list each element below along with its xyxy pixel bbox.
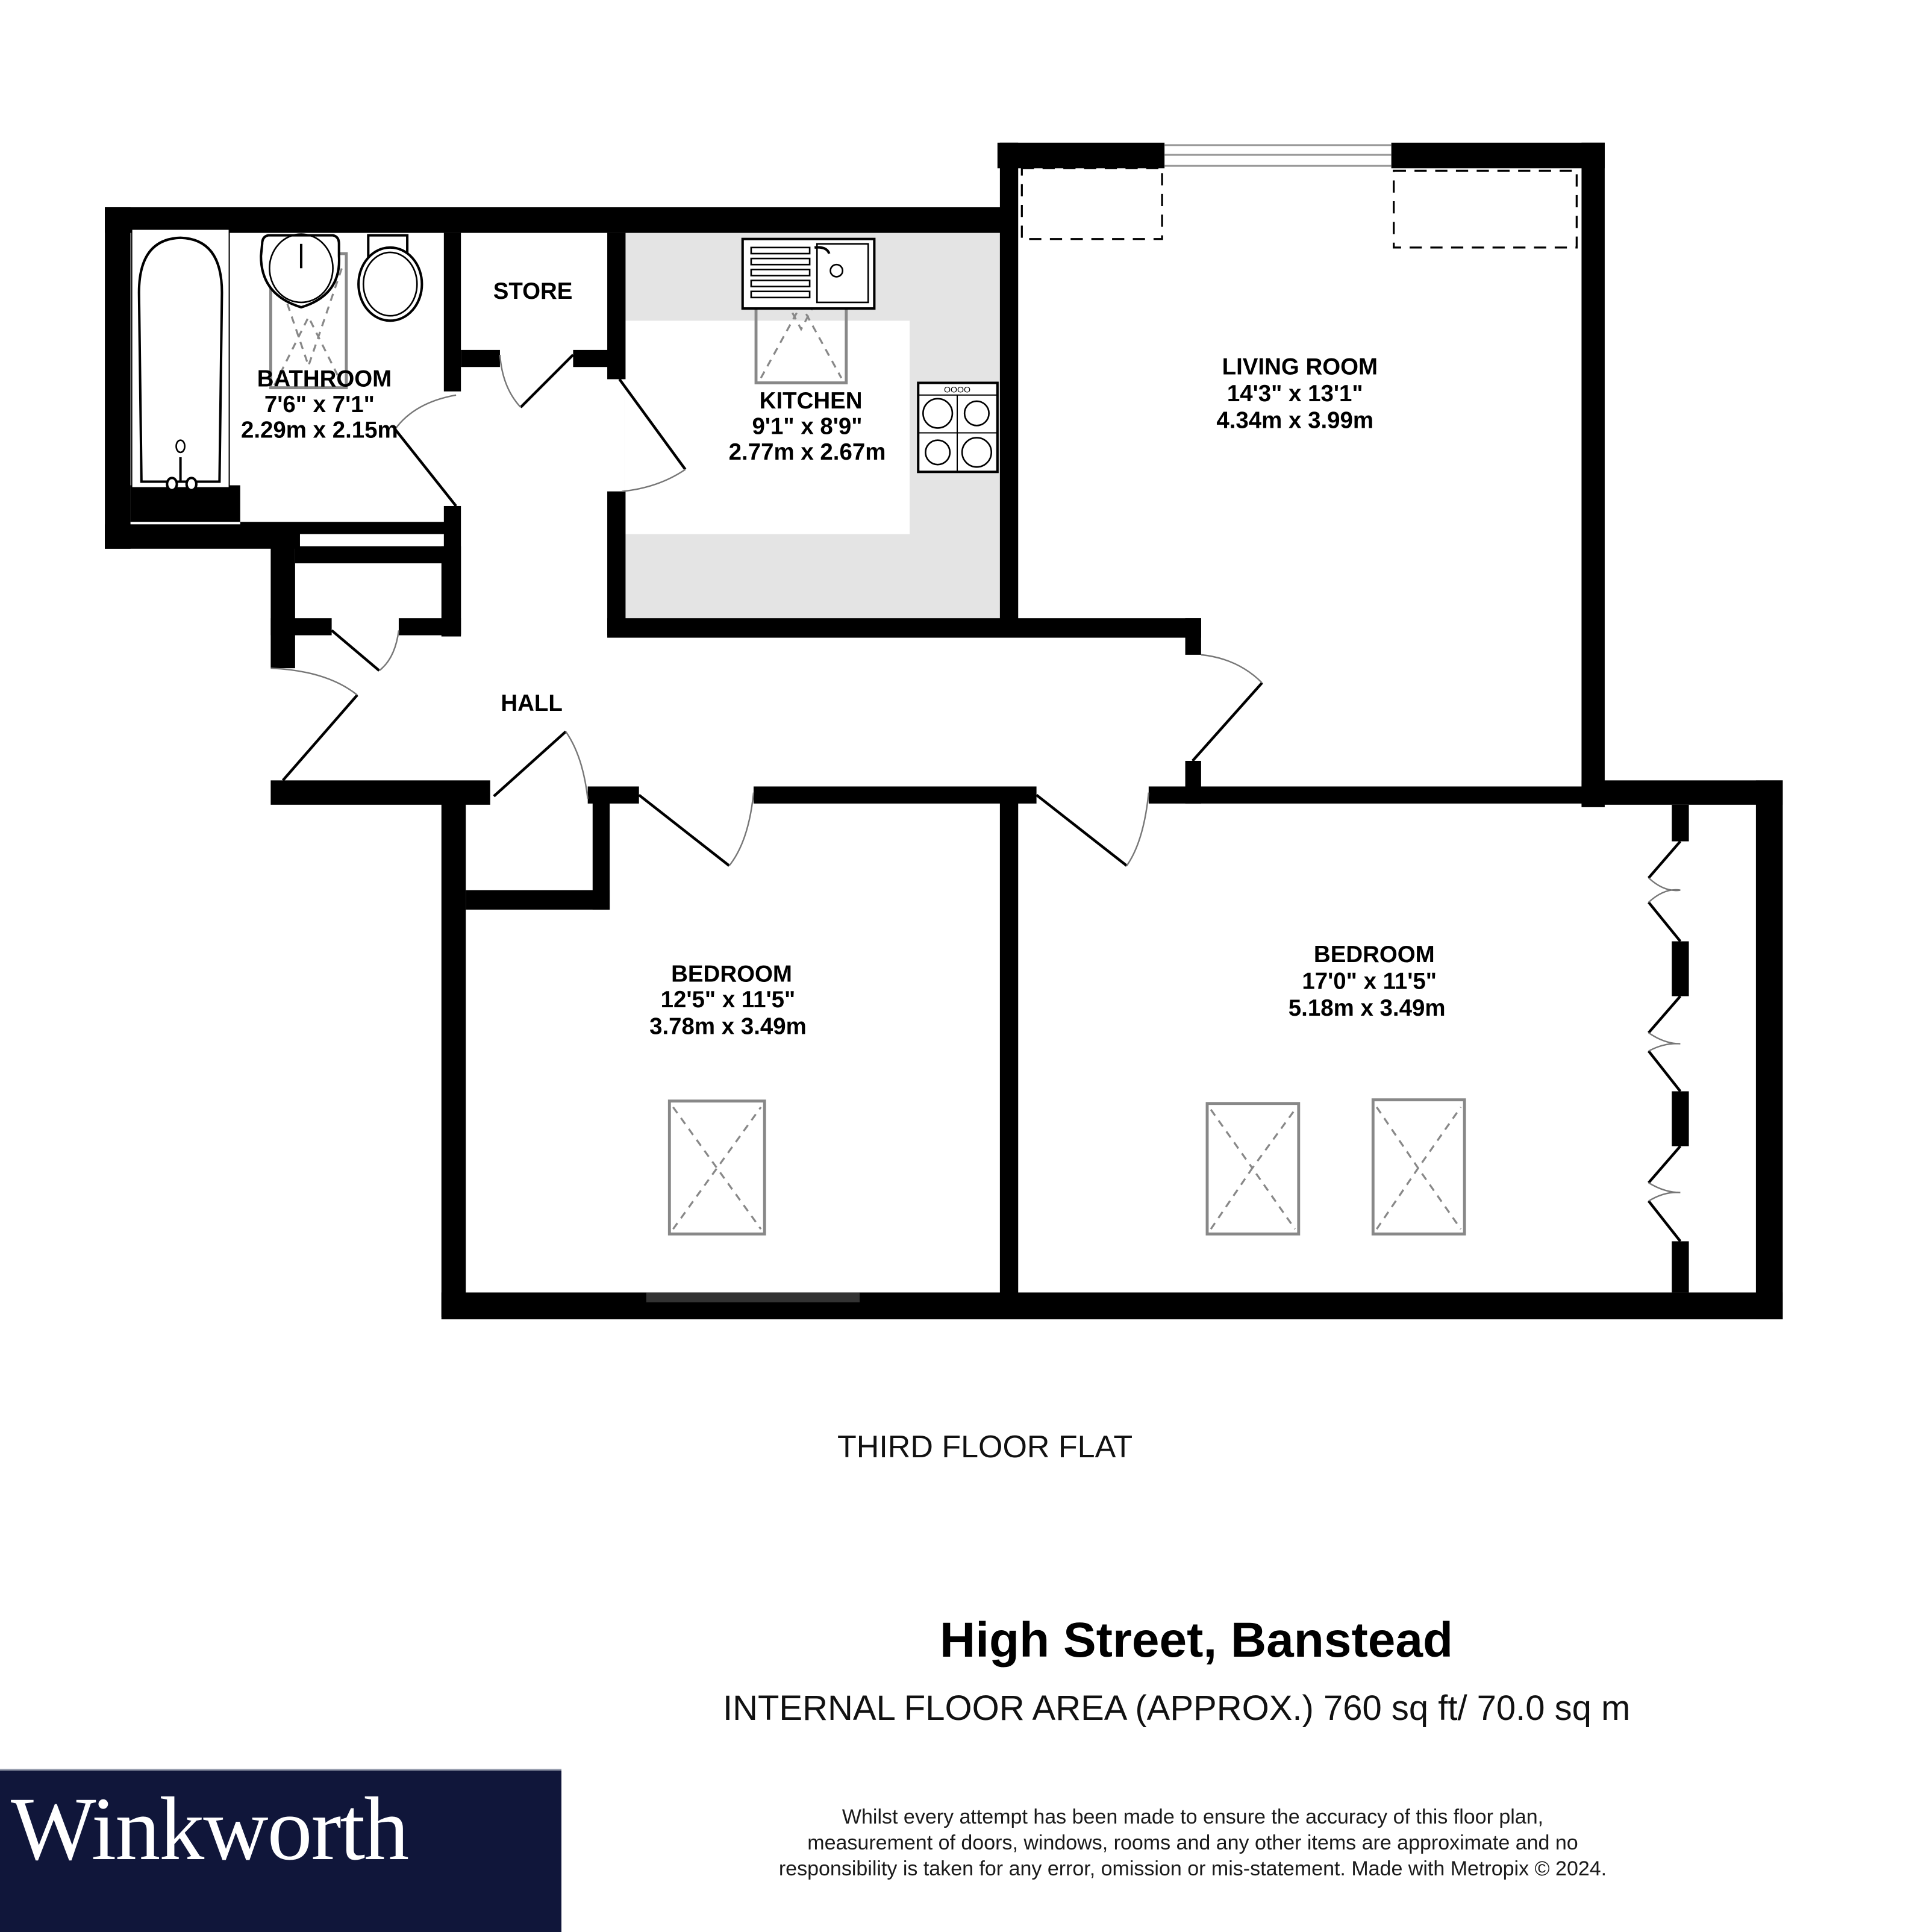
hob-icon: OOOO xyxy=(917,381,999,474)
svg-text:5.18m x 3.49m: 5.18m x 3.49m xyxy=(1289,995,1446,1021)
svg-text:STORE: STORE xyxy=(493,278,573,304)
svg-text:BEDROOM: BEDROOM xyxy=(671,961,792,987)
floor-name: THIRD FLOOR FLAT xyxy=(837,1430,1133,1465)
doors xyxy=(270,354,1263,867)
room-label-bedroom-2: BEDROOM 17'0" x 11'5" 5.18m x 3.49m xyxy=(1289,942,1446,1021)
svg-text:3.78m x 3.49m: 3.78m x 3.49m xyxy=(649,1013,807,1039)
skylight-icons xyxy=(269,247,1466,1236)
room-label-hall: HALL xyxy=(501,690,562,716)
svg-text:HALL: HALL xyxy=(501,690,562,716)
property-address: High Street, Banstead xyxy=(940,1613,1454,1668)
room-label-store: STORE xyxy=(493,278,573,304)
kitchen-sink-icon xyxy=(741,237,876,310)
svg-text:12'5" x 11'5": 12'5" x 11'5" xyxy=(661,987,796,1013)
disclaimer-line: responsibility is taken for any error, o… xyxy=(778,1857,1607,1880)
disclaimer: Whilst every attempt has been made to en… xyxy=(723,1804,1663,1882)
svg-text:OOOO: OOOO xyxy=(944,386,970,395)
svg-text:BATHROOM: BATHROOM xyxy=(257,366,392,392)
svg-text:7'6" x 7'1": 7'6" x 7'1" xyxy=(264,392,375,417)
bedroom-window xyxy=(646,1292,860,1302)
brand-logo: Winkworth xyxy=(11,1779,409,1879)
wardrobe-bifold-doors xyxy=(1648,840,1682,1242)
bathtub-icon xyxy=(131,228,230,492)
svg-text:2.77m x 2.67m: 2.77m x 2.67m xyxy=(729,439,886,465)
toilet-icon xyxy=(357,234,423,322)
svg-text:4.34m x 3.99m: 4.34m x 3.99m xyxy=(1216,407,1373,433)
svg-text:BEDROOM: BEDROOM xyxy=(1314,942,1435,968)
svg-text:KITCHEN: KITCHEN xyxy=(760,388,863,414)
svg-text:2.29m x 2.15m: 2.29m x 2.15m xyxy=(241,417,398,443)
svg-text:LIVING ROOM: LIVING ROOM xyxy=(1222,354,1378,380)
disclaimer-line: measurement of doors, windows, rooms and… xyxy=(807,1831,1578,1854)
room-label-kitchen: KITCHEN 9'1" x 8'9" 2.77m x 2.67m xyxy=(729,388,886,465)
living-room-skylights xyxy=(1020,167,1578,249)
disclaimer-line: Whilst every attempt has been made to en… xyxy=(842,1805,1544,1828)
room-label-bathroom: BATHROOM 7'6" x 7'1" 2.29m x 2.15m xyxy=(241,366,398,443)
svg-text:9'1" x 8'9": 9'1" x 8'9" xyxy=(752,414,863,440)
washbasin-icon xyxy=(260,233,340,309)
brand-bar: Winkworth xyxy=(0,1769,561,1932)
room-label-bedroom-1: BEDROOM 12'5" x 11'5" 3.78m x 3.49m xyxy=(649,961,807,1039)
walls xyxy=(105,142,1783,1319)
internal-floor-area: INTERNAL FLOOR AREA (APPROX.) 760 sq ft/… xyxy=(723,1689,1631,1728)
living-room-window xyxy=(1164,144,1392,167)
svg-text:17'0" x 11'5": 17'0" x 11'5" xyxy=(1302,968,1437,994)
svg-text:14'3" x 13'1": 14'3" x 13'1" xyxy=(1227,381,1363,407)
room-label-living-room: LIVING ROOM 14'3" x 13'1" 4.34m x 3.99m xyxy=(1216,354,1378,433)
